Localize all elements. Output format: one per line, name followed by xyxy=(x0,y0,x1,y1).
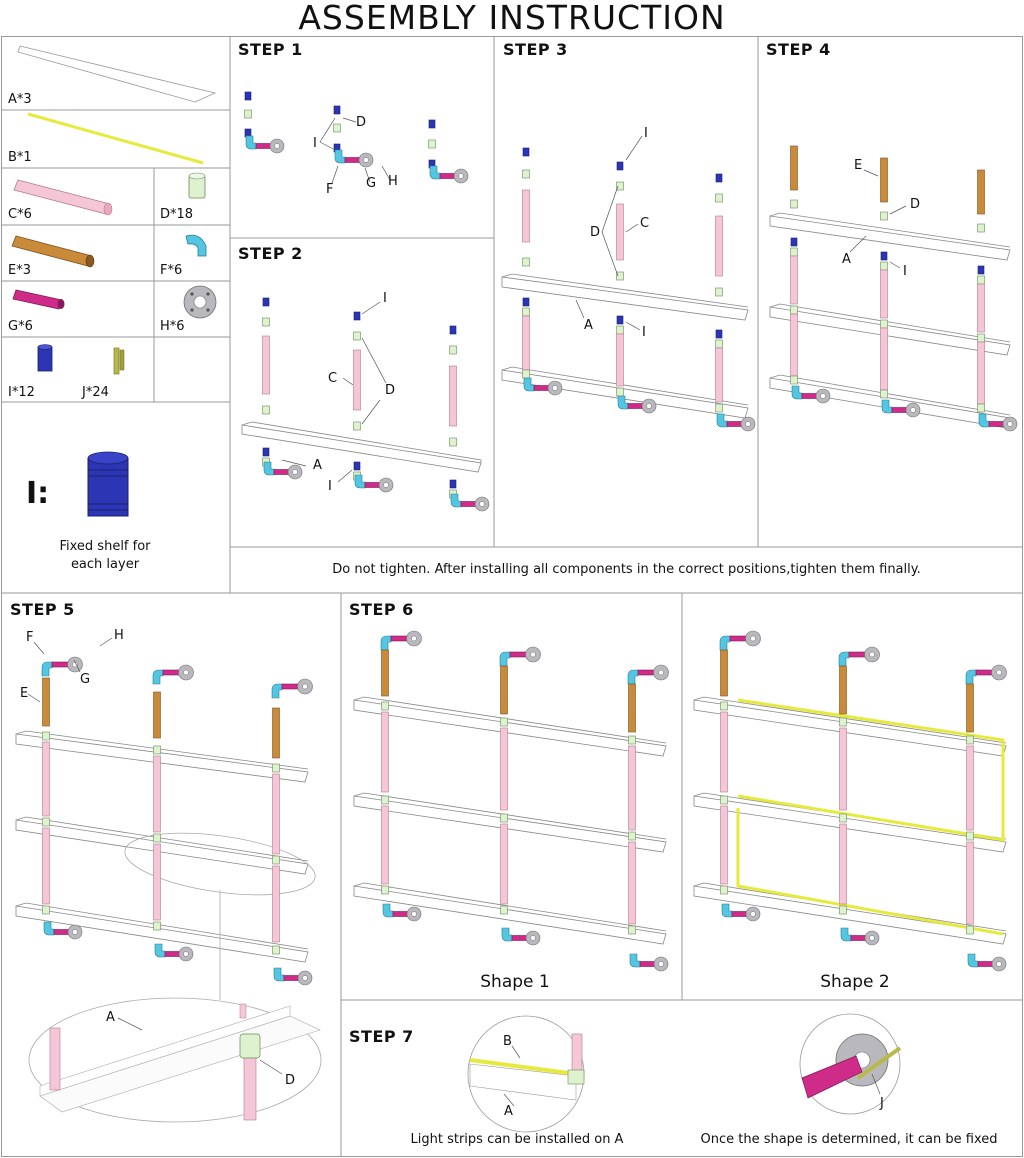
part-h-label: H*6 xyxy=(160,319,185,334)
step2-callout-a: A xyxy=(313,458,322,473)
step5-callout-f: F xyxy=(26,630,34,645)
step4-callout-a: A xyxy=(842,252,851,267)
part-d-label: D*18 xyxy=(160,207,194,222)
step1-callout-d: D xyxy=(356,115,367,130)
step5-callout-g: G xyxy=(80,672,91,687)
step6-shape1-art xyxy=(353,630,669,972)
step7-callout-j: J xyxy=(880,1096,884,1111)
step2-callout-i-top: I xyxy=(383,291,387,306)
step-4-title: STEP 4 xyxy=(766,40,831,59)
step5-callout-a: A xyxy=(106,1010,115,1025)
step3-callout-d: D xyxy=(590,225,601,240)
step3-callout-a: A xyxy=(584,318,593,333)
part-h-flange xyxy=(183,285,217,319)
grid-lines xyxy=(1,36,1023,1157)
legend-letter: I: xyxy=(26,476,50,511)
step7-light-strip-zoom xyxy=(467,1015,585,1133)
step1-callout-h: H xyxy=(388,174,398,189)
step6-shape2-art xyxy=(693,630,1007,972)
part-e-label: E*3 xyxy=(8,263,31,278)
part-f-label: F*6 xyxy=(160,263,183,278)
step7-screw-zoom xyxy=(799,1013,902,1115)
step-7-title: STEP 7 xyxy=(349,1027,414,1046)
part-g-label: G*6 xyxy=(8,319,33,334)
fixed-note: Once the shape is determined, it can be … xyxy=(700,1132,998,1147)
part-d-coupling xyxy=(188,172,206,199)
part-g-nipple xyxy=(12,289,65,310)
step3-art xyxy=(501,135,756,432)
light-strip-frame xyxy=(736,698,1005,936)
step1-callout-g: G xyxy=(366,176,377,191)
step5-art xyxy=(15,637,322,1123)
part-i-cap xyxy=(37,344,53,372)
tighten-note: Do not tighten. After installing all com… xyxy=(332,562,921,577)
step-6-title: STEP 6 xyxy=(349,600,414,619)
step-1-title: STEP 1 xyxy=(238,40,303,59)
part-c-pipe xyxy=(13,179,113,216)
step2-callout-c: C xyxy=(328,371,338,386)
part-b-label: B*1 xyxy=(8,150,32,165)
step-2-title: STEP 2 xyxy=(238,244,303,263)
step3-callout-c: C xyxy=(640,216,650,231)
shape-1-caption: Shape 1 xyxy=(480,972,550,992)
part-i-label: I*12 xyxy=(8,385,35,400)
shape-2-caption: Shape 2 xyxy=(820,972,890,992)
part-a-label: A*3 xyxy=(8,92,32,107)
legend-caption-2: each layer xyxy=(70,557,140,572)
step4-callout-d: D xyxy=(910,197,921,212)
step1-art xyxy=(244,91,469,184)
step7-callout-a: A xyxy=(504,1104,513,1119)
step2-callout-i-bottom: I xyxy=(328,479,332,494)
step4-art xyxy=(769,145,1018,432)
part-e-pipe xyxy=(11,235,95,268)
step4-callout-i: I xyxy=(903,264,907,279)
step-5-title: STEP 5 xyxy=(10,600,75,619)
step5-callout-h: H xyxy=(114,628,124,643)
legend-cap-large xyxy=(87,451,129,517)
part-a-shelf xyxy=(17,45,217,103)
part-f-elbow xyxy=(185,234,207,257)
step7-callout-b: B xyxy=(503,1034,512,1049)
step3-callout-i-bottom: I xyxy=(642,325,646,340)
part-j-screw xyxy=(113,347,125,375)
light-strip-note: Light strips can be installed on A xyxy=(410,1132,624,1147)
step1-callout-i: I xyxy=(313,136,317,151)
step2-callout-d: D xyxy=(385,383,396,398)
step1-callout-f: F xyxy=(326,182,334,197)
legend-caption-1: Fixed shelf for xyxy=(59,539,151,554)
part-b-strip xyxy=(27,112,204,165)
part-c-label: C*6 xyxy=(8,207,32,222)
page-title: ASSEMBLY INSTRUCTION xyxy=(298,0,726,37)
step3-callout-i-top: I xyxy=(644,126,648,141)
step5-callout-d: D xyxy=(285,1073,296,1088)
step4-callout-e: E xyxy=(854,158,863,173)
step5-callout-e: E xyxy=(20,686,29,701)
step-3-title: STEP 3 xyxy=(503,40,568,59)
step2-art xyxy=(241,297,490,512)
part-j-label: J*24 xyxy=(82,385,109,400)
